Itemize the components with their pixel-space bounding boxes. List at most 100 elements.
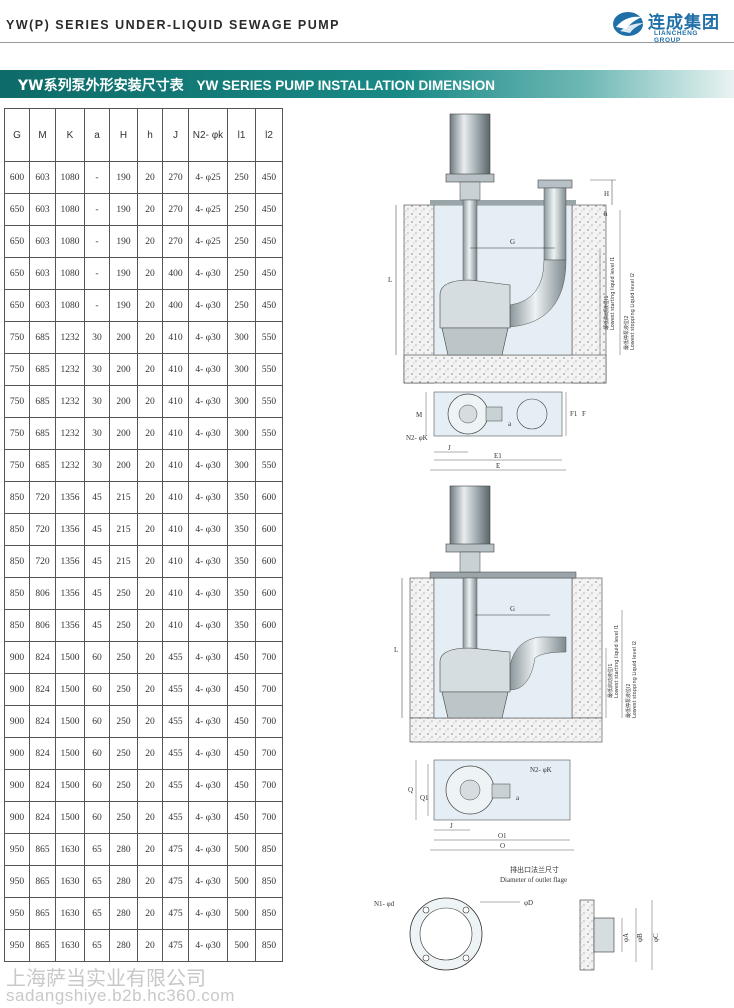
level2-label-cn-2: 最低停泵液位l2 [625,683,632,718]
table-cell: 20 [137,705,163,738]
table-cell: 685 [29,417,56,450]
table-cell: 20 [137,513,163,546]
table-cell: 685 [29,449,56,482]
table-cell: 250 [109,705,138,738]
table-cell: 450 [227,737,256,770]
table-cell: 700 [255,673,283,706]
table-cell: 750 [4,385,30,418]
dim-label-J-2: J [450,822,453,830]
page-header-title: YW(P) SERIES UNDER-LIQUID SEWAGE PUMP [6,18,340,32]
column-header: K [55,108,85,162]
table-cell: 850 [4,513,30,546]
table-cell: 20 [137,417,163,450]
table-cell: 455 [162,705,189,738]
table-cell: 20 [137,321,163,354]
table-cell: 190 [109,289,138,322]
table-cell: 750 [4,449,30,482]
table-cell: 200 [109,353,138,386]
table-cell: 1232 [55,449,85,482]
level1-label-cn-2: 最低启动液位l1 [607,663,614,698]
table-cell: 475 [162,833,189,866]
table-cell: 20 [137,353,163,386]
table-cell: 475 [162,929,189,962]
table-cell: 400 [162,257,189,290]
elevation-view-1: G L H h 最低启动液位l1 Lowest starting liquid … [388,113,636,384]
column-header: H [109,108,138,162]
table-cell: 600 [255,545,283,578]
table-cell: 1080 [55,257,85,290]
logo-text-cn: 连成集团 [648,13,720,33]
table-cell: - [84,257,110,290]
table-cell: 450 [227,705,256,738]
table-cell: 4- φ30 [188,897,228,930]
dim-label-O: O [500,842,505,850]
table-cell: 4- φ30 [188,417,228,450]
column-header: N2- φk [188,108,228,162]
table-cell: 250 [109,769,138,802]
table-cell: 410 [162,353,189,386]
dim-label-N2K-2: N2- φK [530,766,552,774]
table-cell: 350 [227,481,256,514]
dim-label-F: F [582,410,586,418]
table-cell: 350 [227,545,256,578]
table-cell: 4- φ25 [188,161,228,194]
table-cell: 20 [137,385,163,418]
table-cell: 45 [84,481,110,514]
table-cell: 950 [4,865,30,898]
table-cell: 410 [162,417,189,450]
table-cell: 20 [137,161,163,194]
table-cell: 603 [29,257,56,290]
section-banner: YW系列泵外形安装尺寸表 YW SERIES PUMP INSTALLATION… [0,70,734,98]
table-cell: 500 [227,833,256,866]
table-cell: 4- φ30 [188,481,228,514]
dim-label-h: h [604,210,608,218]
table-cell: 720 [29,513,56,546]
table-cell: 1080 [55,193,85,226]
dim-label-L: L [388,276,392,284]
table-cell: 750 [4,321,30,354]
table-cell: 850 [255,833,283,866]
table-cell: 1500 [55,705,85,738]
table-cell: - [84,225,110,258]
table-cell: 45 [84,545,110,578]
table-cell: 685 [29,385,56,418]
table-cell: 30 [84,353,110,386]
table-cell: 20 [137,481,163,514]
table-cell: 4- φ30 [188,673,228,706]
table-cell: 215 [109,513,138,546]
dim-label-G: G [510,238,515,246]
table-cell: 20 [137,737,163,770]
table-cell: 1356 [55,577,85,610]
table-cell: 410 [162,609,189,642]
table-cell: 410 [162,449,189,482]
table-cell: 280 [109,897,138,930]
table-cell: 4- φ30 [188,929,228,962]
table-cell: 450 [255,289,283,322]
table-cell: 900 [4,641,30,674]
plan-view-2: Q Q1 N2- φK a J O1 O [408,759,574,851]
dim-label-H: H [604,190,609,198]
table-cell: 270 [162,225,189,258]
table-cell: 500 [227,929,256,962]
table-cell: 410 [162,545,189,578]
column-header: a [84,108,110,162]
table-cell: 20 [137,257,163,290]
table-cell: 450 [255,161,283,194]
table-cell: 475 [162,865,189,898]
table-cell: 850 [4,545,30,578]
level1-label-en: Lowest starting liquid level l1 [610,257,616,330]
table-cell: 410 [162,513,189,546]
table-cell: 410 [162,481,189,514]
table-cell: 215 [109,545,138,578]
dim-label-L-2: L [394,646,398,654]
table-cell: 600 [255,577,283,610]
table-cell: 603 [29,193,56,226]
table-cell: 550 [255,321,283,354]
flange-title-cn: 排出口法兰尺寸 [510,865,559,874]
table-cell: 1080 [55,161,85,194]
